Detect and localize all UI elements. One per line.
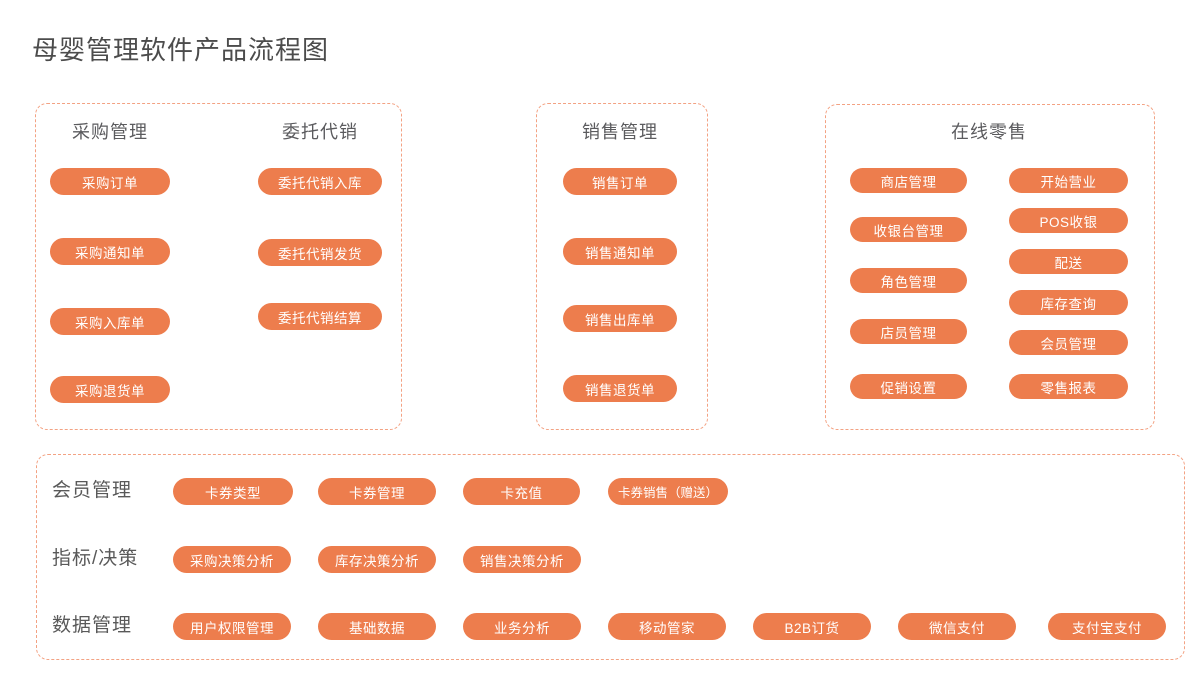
node-card-recharge: 卡充值	[463, 478, 580, 505]
page-title: 母婴管理软件产品流程图	[32, 35, 330, 65]
row-label-data-management: 数据管理	[52, 615, 133, 636]
node-sales-order: 销售订单	[563, 168, 677, 195]
node-consignment-settlement: 委托代销结算	[258, 303, 382, 330]
panel-sales	[536, 103, 708, 430]
node-delivery: 配送	[1009, 249, 1128, 274]
node-user-permission: 用户权限管理	[173, 613, 291, 640]
node-card-type: 卡券类型	[173, 478, 293, 505]
panel-bottom	[36, 454, 1185, 660]
node-sales-return: 销售退货单	[563, 375, 677, 402]
node-card-sales-gift: 卡券销售（赠送）	[608, 478, 728, 505]
node-purchase-order: 采购订单	[50, 168, 170, 195]
section-header-sales: 销售管理	[582, 122, 658, 142]
node-purchase-inbound: 采购入库单	[50, 308, 170, 335]
node-consignment-inbound: 委托代销入库	[258, 168, 382, 195]
node-purchase-decision-analysis: 采购决策分析	[173, 546, 291, 573]
node-store-management: 商店管理	[850, 168, 967, 193]
node-clerk-management: 店员管理	[850, 319, 967, 344]
row-label-metrics-decision: 指标/决策	[52, 548, 139, 569]
node-cashier-management: 收银台管理	[850, 217, 967, 242]
node-sales-outbound: 销售出库单	[563, 305, 677, 332]
node-alipay: 支付宝支付	[1048, 613, 1166, 640]
node-business-analysis: 业务分析	[463, 613, 581, 640]
node-purchase-notice: 采购通知单	[50, 238, 170, 265]
node-retail-reports: 零售报表	[1009, 374, 1128, 399]
node-wechat-pay: 微信支付	[898, 613, 1016, 640]
section-header-purchase: 采购管理	[72, 122, 148, 142]
node-card-management: 卡券管理	[318, 478, 436, 505]
section-header-consignment: 委托代销	[282, 122, 358, 142]
node-sales-notice: 销售通知单	[563, 238, 677, 265]
node-member-management: 会员管理	[1009, 330, 1128, 355]
node-consignment-shipping: 委托代销发货	[258, 239, 382, 266]
node-inventory-query: 库存查询	[1009, 290, 1128, 315]
node-basic-data: 基础数据	[318, 613, 436, 640]
node-mobile-manager: 移动管家	[608, 613, 726, 640]
node-b2b-ordering: B2B订货	[753, 613, 871, 640]
node-sales-decision-analysis: 销售决策分析	[463, 546, 581, 573]
section-header-online-retail: 在线零售	[951, 122, 1027, 142]
node-role-management: 角色管理	[850, 268, 967, 293]
node-promotion-settings: 促销设置	[850, 374, 967, 399]
node-purchase-return: 采购退货单	[50, 376, 170, 403]
row-label-membership: 会员管理	[52, 480, 133, 501]
node-inventory-decision-analysis: 库存决策分析	[318, 546, 436, 573]
panel-procurement-consignment	[35, 103, 402, 430]
node-start-business: 开始营业	[1009, 168, 1128, 193]
node-pos-cashier: POS收银	[1009, 208, 1128, 233]
panel-online-retail	[825, 104, 1155, 430]
